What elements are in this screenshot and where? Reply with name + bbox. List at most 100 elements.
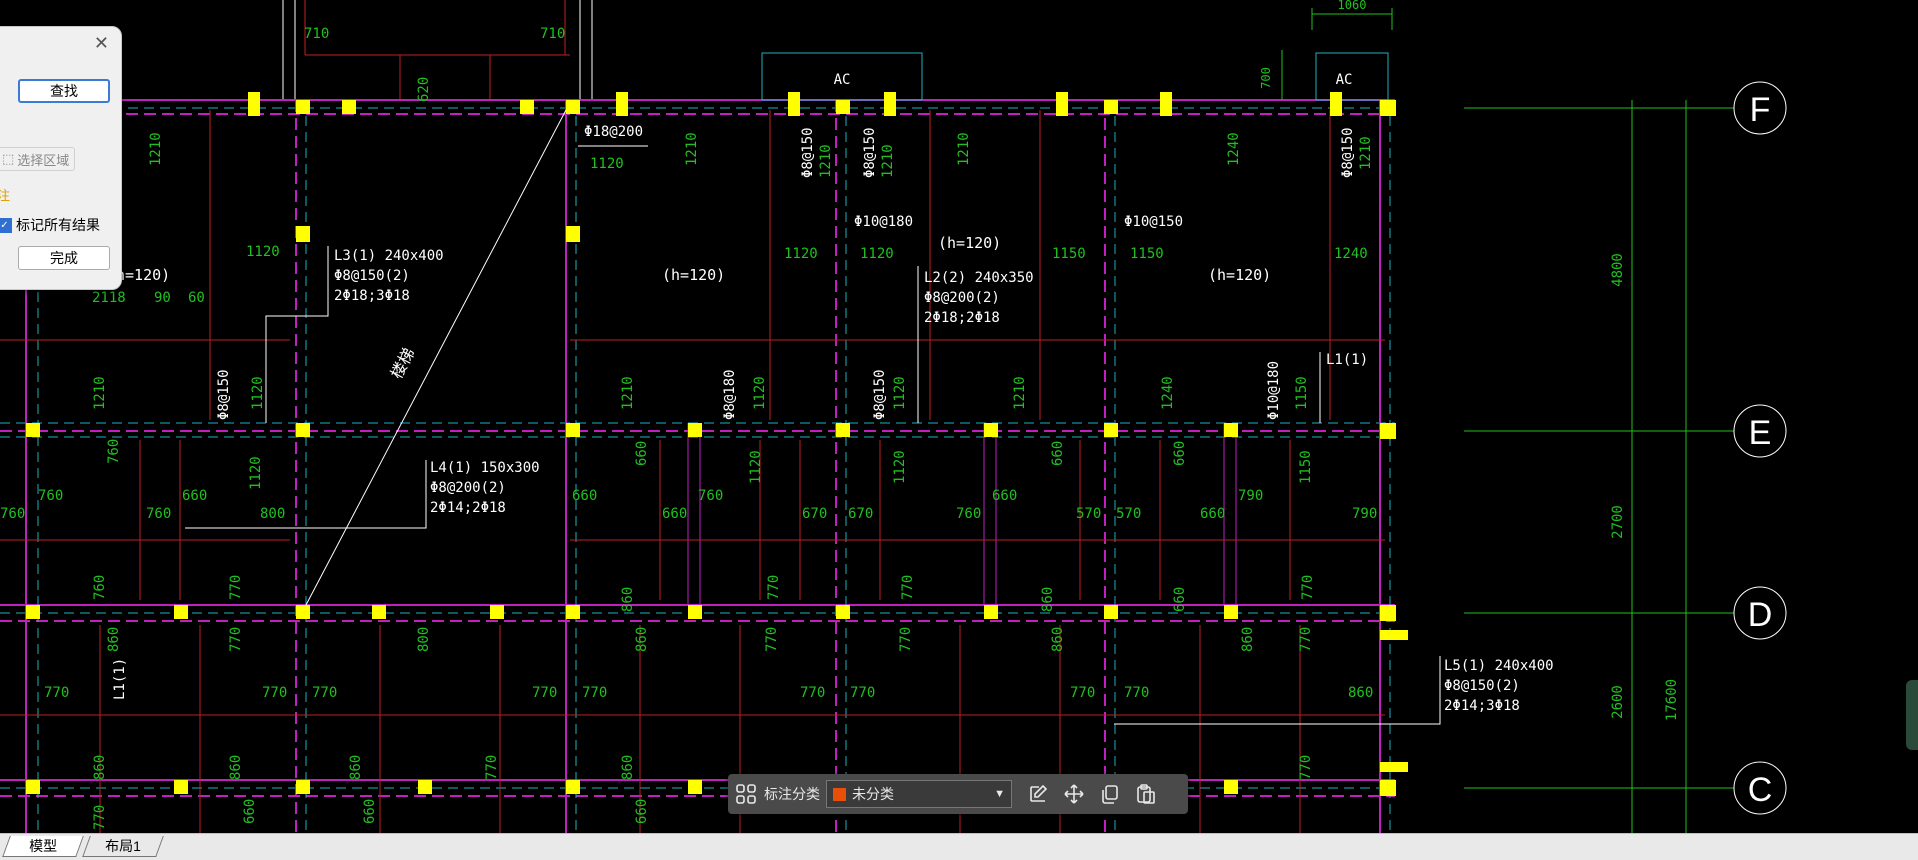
close-icon[interactable]: ✕ bbox=[93, 33, 109, 53]
paste-icon[interactable] bbox=[1128, 776, 1164, 812]
rebar-18-200: Φ18@200 bbox=[584, 124, 643, 140]
find-button[interactable]: 查找 bbox=[18, 79, 110, 103]
copy-icon[interactable] bbox=[1092, 776, 1128, 812]
dim-num: 860 bbox=[620, 587, 636, 612]
dim-num: 860 bbox=[1348, 685, 1373, 701]
dim-num: 770 bbox=[582, 685, 607, 701]
dim-1060: 1060 bbox=[1338, 0, 1367, 12]
select-area-icon: ⬚ bbox=[2, 151, 15, 166]
select-area-button[interactable]: ⬚ 选择区域 bbox=[0, 147, 75, 171]
dim-num: 770 bbox=[262, 685, 287, 701]
dim-num: 660 bbox=[634, 441, 650, 466]
layout-tab-bar: 模型 布局1 bbox=[0, 833, 1918, 860]
dim-num: 770 bbox=[484, 755, 500, 780]
dim-num: 1120 bbox=[250, 376, 266, 410]
move-icon[interactable] bbox=[1056, 776, 1092, 812]
tab-layout1-label: 布局1 bbox=[105, 838, 142, 854]
beam-note-l2-1: L2(2) 240x350 bbox=[924, 270, 1034, 286]
dim-num: 1240 bbox=[1226, 132, 1242, 166]
done-button[interactable]: 完成 bbox=[18, 246, 110, 270]
dim-num: 860 bbox=[348, 755, 364, 780]
axis-label-D: D bbox=[1748, 596, 1773, 634]
tab-model-label: 模型 bbox=[29, 838, 58, 854]
dim-num: 1210 bbox=[684, 132, 700, 166]
dim-num: 670 bbox=[848, 506, 873, 522]
axis-lines bbox=[1281, 8, 1734, 833]
dim-num: 760 bbox=[38, 488, 63, 504]
beam-note-l4-1: L4(1) 150x300 bbox=[430, 460, 540, 476]
dim-num: 760 bbox=[106, 439, 122, 464]
dim-17600: 17600 bbox=[1664, 679, 1680, 721]
beam-note-l1: L1(1) bbox=[1326, 352, 1368, 368]
slab-h120-partial: h=120) bbox=[116, 266, 170, 284]
beam-note-l5-3: 2Φ14;3Φ18 bbox=[1444, 698, 1520, 714]
dim-num: 770 bbox=[1298, 755, 1314, 780]
mark-all-checkbox[interactable]: ✓ 标记所有结果 bbox=[0, 215, 100, 235]
dim-num: 1210 bbox=[92, 376, 108, 410]
category-select[interactable]: 未分类 ▼ bbox=[826, 780, 1012, 808]
select-area-label: 选择区域 bbox=[17, 152, 70, 168]
category-color-swatch bbox=[833, 787, 846, 801]
beam-note-l4-3: 2Φ14;2Φ18 bbox=[430, 500, 506, 516]
dim-num: 660 bbox=[1172, 587, 1188, 612]
dim-num: 770 bbox=[44, 685, 69, 701]
dim-num: 790 bbox=[1352, 506, 1377, 522]
top-walls bbox=[282, 0, 593, 100]
stair-diagonal bbox=[305, 109, 567, 606]
columns bbox=[26, 92, 1408, 796]
cad-drawing-canvas[interactable]: AC AC 1060 bbox=[0, 0, 1918, 833]
find-dialog: ✕ 查找 ⬚ 选择区域 注 ✓ 标记所有结果 完成 bbox=[0, 26, 122, 290]
dim-num: 1120 bbox=[590, 156, 624, 172]
dim-num: 660 bbox=[1200, 506, 1225, 522]
top-red-lines bbox=[304, 0, 570, 100]
dim-num: 1150 bbox=[1052, 246, 1086, 262]
grid-icon[interactable] bbox=[728, 776, 764, 812]
ac-label-1: AC bbox=[834, 72, 851, 88]
dim-num: 860 bbox=[620, 755, 636, 780]
slab-h120-1: (h=120) bbox=[662, 266, 725, 284]
dim-num: 770 bbox=[312, 685, 337, 701]
category-value: 未分类 bbox=[852, 786, 894, 802]
dim-num: 800 bbox=[260, 506, 285, 522]
dim-num: 1240 bbox=[1160, 376, 1176, 410]
dim-num: 860 bbox=[1050, 627, 1066, 652]
dim-num: 660 bbox=[182, 488, 207, 504]
dim-num: 770 bbox=[92, 805, 108, 830]
dim-num: 1240 bbox=[1334, 246, 1368, 262]
beam-note-l5-2: Φ8@150(2) bbox=[1444, 678, 1520, 694]
dim-num: 860 bbox=[92, 755, 108, 780]
edit-icon[interactable] bbox=[1020, 776, 1056, 812]
dim-num: 760 bbox=[146, 506, 171, 522]
category-label: 标注分类 bbox=[764, 786, 820, 802]
checkbox-checked-icon[interactable]: ✓ bbox=[0, 217, 12, 233]
ac-label-2: AC bbox=[1336, 72, 1353, 88]
dim-num: 1210 bbox=[620, 376, 636, 410]
chevron-down-icon: ▼ bbox=[994, 788, 1005, 800]
beam-note-l4-2: Φ8@200(2) bbox=[430, 480, 506, 496]
dim-num: 660 bbox=[1050, 441, 1066, 466]
axis-label-E: E bbox=[1749, 414, 1772, 452]
side-scroll-handle[interactable] bbox=[1906, 680, 1918, 750]
dim-num: 660 bbox=[662, 506, 687, 522]
dim-num: 1150 bbox=[1130, 246, 1164, 262]
beam-note-l3-2: Φ8@150(2) bbox=[334, 268, 410, 284]
tab-layout1[interactable]: 布局1 bbox=[82, 836, 164, 857]
dim-num: 1120 bbox=[784, 246, 818, 262]
tab-model[interactable]: 模型 bbox=[2, 836, 84, 857]
dim-num: 1120 bbox=[752, 376, 768, 410]
dim-num: 770 bbox=[1300, 575, 1316, 600]
dim-num: 770 bbox=[766, 575, 782, 600]
dim-num: 660 bbox=[362, 799, 378, 824]
dim-num: 770 bbox=[898, 627, 914, 652]
rebar-8-150-top-2: Φ8@150 bbox=[862, 127, 878, 178]
rebar-8-180: Φ8@180 bbox=[722, 369, 738, 420]
dim-num: 760 bbox=[92, 575, 108, 600]
beam-l5-label-1: L1(1) bbox=[112, 658, 128, 700]
dim-num: 660 bbox=[242, 799, 258, 824]
dim-num: 1120 bbox=[748, 450, 764, 484]
dim-num: 860 bbox=[106, 627, 122, 652]
rebar-8-150-top-3: Φ8@150 bbox=[1340, 127, 1356, 178]
beam-note-l2-3: 2Φ18;2Φ18 bbox=[924, 310, 1000, 326]
axis-label-C: C bbox=[1748, 771, 1773, 809]
dim-4800: 4800 bbox=[1610, 253, 1626, 287]
